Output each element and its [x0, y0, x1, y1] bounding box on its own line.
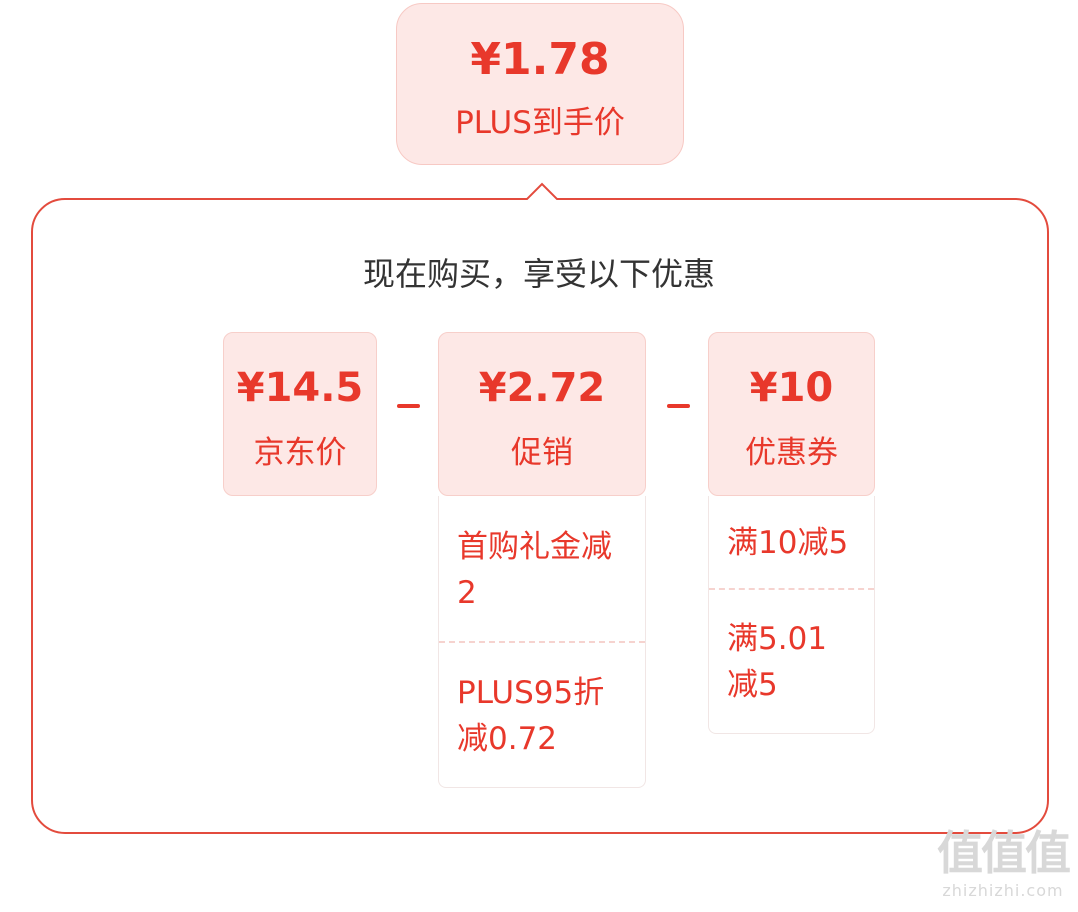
promotion-divider [439, 641, 645, 643]
jd-price-label: 京东价 [253, 435, 347, 471]
promotion-item: 首购礼金减2 [457, 529, 612, 611]
watermark-url: zhizhizhi.com [942, 881, 1064, 900]
promotion-item: PLUS95折减0.72 [457, 675, 605, 757]
promotion-card: ¥2.72 促销 [438, 332, 646, 496]
panel-pointer [526, 182, 558, 200]
jd-price-value: ¥14.5 [236, 365, 364, 411]
final-price-badge: ¥1.78 PLUS到手价 [396, 3, 684, 165]
coupon-card: ¥10 优惠券 [708, 332, 875, 496]
panel-headline: 现在购买，享受以下优惠 [362, 255, 715, 293]
promotion-value: ¥2.72 [478, 365, 606, 411]
coupon-label: 优惠券 [745, 435, 838, 471]
final-price-label: PLUS到手价 [455, 105, 625, 141]
minus-operator-1 [397, 404, 420, 408]
coupon-item: 满5.01减5 [727, 621, 828, 703]
watermark-logo: 值值值 [937, 826, 1071, 880]
promotion-details: 首购礼金减2 PLUS95折减0.72 [438, 496, 646, 788]
minus-operator-2 [667, 404, 690, 408]
promotion-label: 促销 [511, 435, 573, 471]
coupon-details: 满10减5 满5.01减5 [708, 496, 875, 734]
coupon-value: ¥10 [749, 365, 834, 411]
coupon-item: 满10减5 [727, 525, 849, 561]
coupon-divider [709, 588, 874, 590]
final-price-value: ¥1.78 [470, 34, 610, 85]
jd-price-card: ¥14.5 京东价 [223, 332, 377, 496]
site-watermark: 值值值 zhizhizhi.com [928, 825, 1078, 901]
